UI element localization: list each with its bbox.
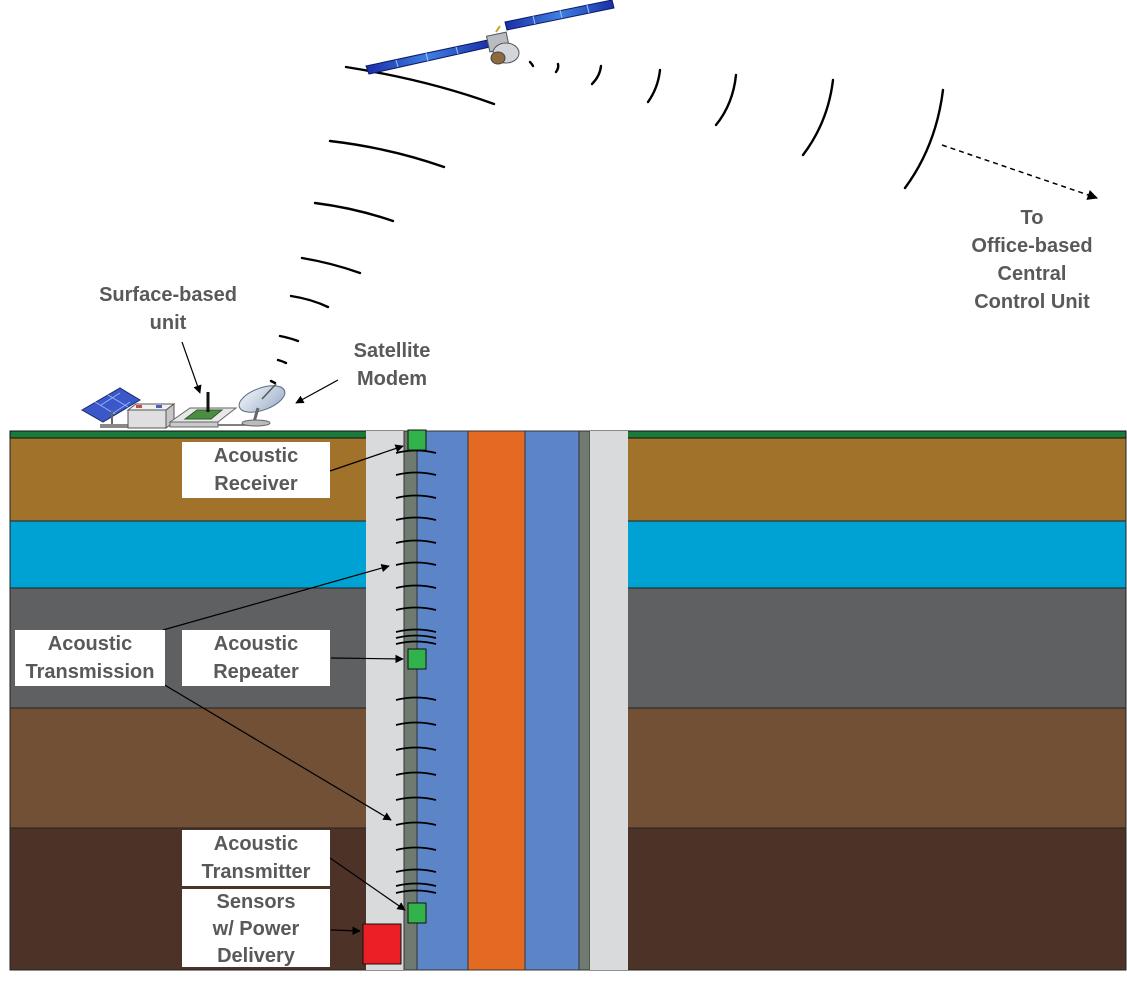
satellite-dish-icon — [238, 383, 286, 427]
acoustic-waves — [395, 449, 437, 894]
casing-outer-right — [590, 431, 628, 970]
acoustic-transmitter-node — [407, 902, 427, 924]
sensor-block — [362, 923, 402, 965]
leader-arrows — [162, 341, 406, 935]
acoustic-transmitter-label: Acoustic Transmitter — [182, 830, 330, 886]
circuit-board-icon — [168, 392, 250, 428]
office-arrow — [941, 144, 1098, 200]
wellbore — [366, 430, 628, 971]
surface-unit-label: Surface-based unit — [99, 284, 237, 334]
production-string — [467, 430, 526, 971]
battery-icon — [126, 403, 176, 429]
tubing-right — [524, 430, 580, 971]
satellite-icon — [365, 0, 615, 75]
acoustic-receiver-label: Acoustic Receiver — [182, 442, 330, 498]
acoustic-transmission-label: Acoustic Transmission — [15, 630, 165, 686]
sensors-label: Sensors w/ Power Delivery — [182, 889, 330, 967]
acoustic-repeater-label: Acoustic Repeater — [182, 630, 330, 686]
solar-panel-icon — [80, 387, 141, 428]
casing-outer-left — [366, 431, 404, 970]
satellite-modem-label: Satellite Modem — [353, 340, 431, 390]
office-label: To Office-based Central Control Unit — [971, 207, 1093, 313]
acoustic-repeater-node — [407, 648, 427, 670]
wire-string — [403, 430, 418, 971]
tubing-left — [416, 430, 469, 971]
acoustic-receiver-node — [407, 429, 427, 451]
casing-thin-right — [578, 430, 591, 971]
satellite-signal-arcs — [269, 60, 945, 385]
